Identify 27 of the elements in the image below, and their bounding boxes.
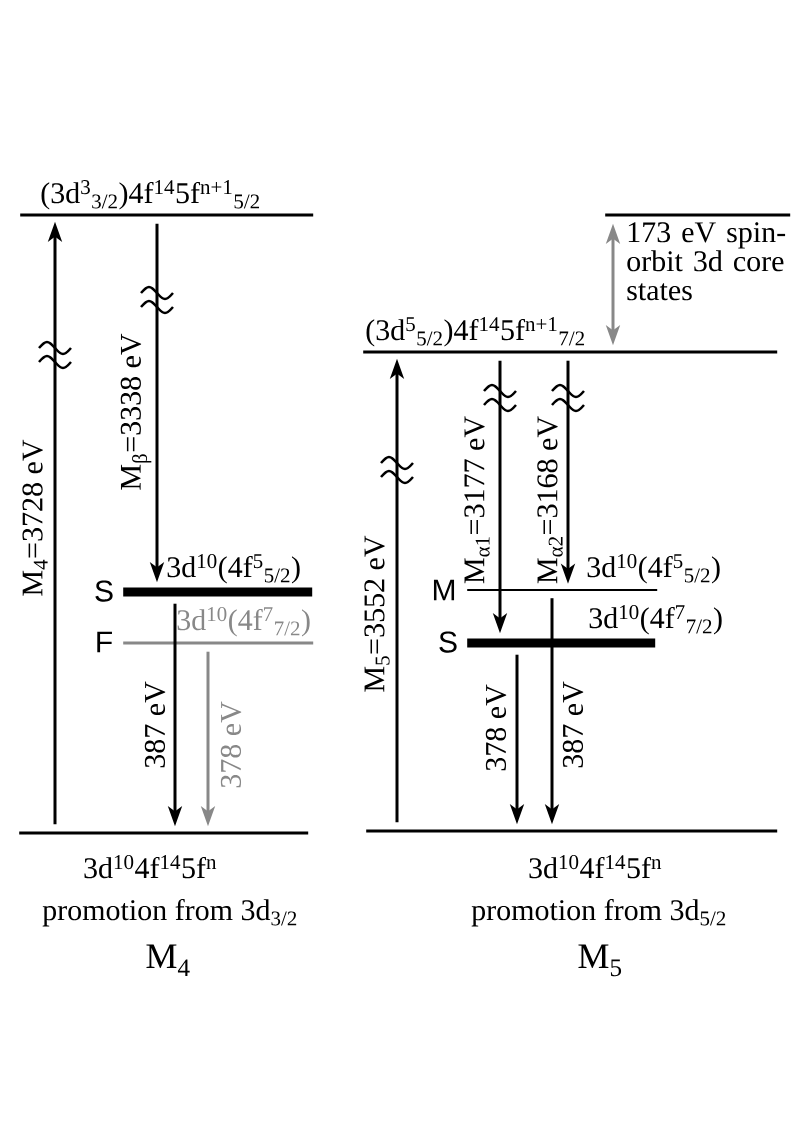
state-letter: S [95,580,113,602]
level-label: 3d$^{10}$(4f$^{7}$$_{7/2}$) [177,607,310,637]
state-letter: F [97,631,112,653]
edge-label: 173 eV spin-orbit 3d core states [627,222,786,301]
level-label: promotion from 3d$_{5/2}$ [471,898,726,927]
level-label: 3d$^{10}$4f$^{14}$5f$^{n}$ [84,855,217,879]
state-letter: S [439,631,457,653]
level-label: (3d$^{3}$$_{3/2}$)4f$^{14}$5f$^{n+1}$5/2 [41,180,259,210]
state-letter: M [433,579,455,601]
level-label: promotion from 3d$_{3/2}$ [42,898,297,927]
level-label: 3d$^{10}$(4f$^{5}$$_{5/2}$) [587,554,720,584]
level-label: M$_{4}$ [146,944,190,976]
level-label: 3d$^{10}$(4f$^{5}$$_{5/2}$) [167,554,300,584]
edge-label: 378 eV [485,684,507,771]
level-label: M$_{5}$ [578,944,622,977]
level-label: 3d$^{10}$(4f$^{7}$$_{7/2}$) [589,605,722,635]
level-label: 3d$^{10}$4f$^{14}$5f$^{n}$ [529,855,662,879]
edge-label: 387 eV [562,681,584,768]
level-label: (3d$^{5}$$_{5/2}$)4f$^{14}$5f$^{n+1}$7/2 [366,317,584,347]
edge-label: M$_{4}$=3728 eV [22,439,48,596]
edge-label: M$_{β}$=3338 eV [120,333,152,490]
edge-label: 378 eV [220,701,242,788]
edge-label: M$_{α1}$=3177 eV [464,416,490,584]
edge-label: 387 eV [144,681,166,768]
edge-label: M$_{5}$=3552 eV [364,535,390,692]
energy-level [605,213,791,217]
edge-label: M$_{α2}$=3168 eV [537,416,563,584]
